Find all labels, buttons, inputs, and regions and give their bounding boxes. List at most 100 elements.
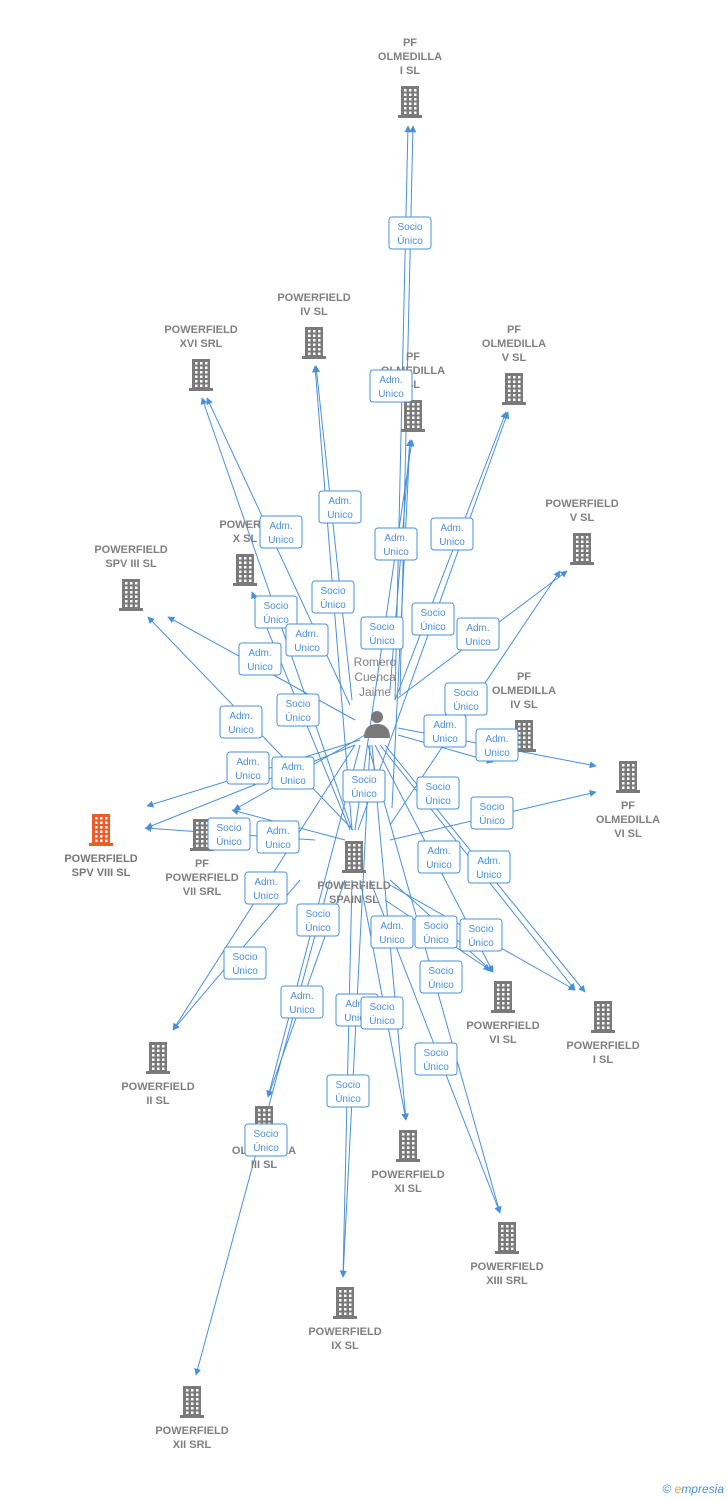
building-icon[interactable]: [495, 1222, 519, 1254]
edge-label-box[interactable]: Adm.Unico: [417, 840, 461, 874]
edge-label-box[interactable]: Adm.Unico: [271, 756, 315, 790]
edge-label-text: Socio: [425, 782, 450, 793]
building-icon[interactable]: [119, 579, 143, 611]
building-icon[interactable]: [591, 1001, 615, 1033]
building-icon[interactable]: [401, 400, 425, 432]
edge-label-text: Adm.: [380, 921, 403, 932]
building-icon[interactable]: [398, 86, 422, 118]
edge-label-text: Unico: [294, 643, 320, 654]
edge-label-box[interactable]: Adm.Unico: [256, 820, 300, 854]
edge-label-box[interactable]: Adm.Unico: [238, 642, 282, 676]
edge-label-box[interactable]: Adm. Unico: [370, 915, 414, 949]
building-icon[interactable]: [189, 359, 213, 391]
edge-label-box[interactable]: Adm.Unico: [285, 623, 329, 657]
edge-label-text: Adm.: [290, 991, 313, 1002]
building-icon[interactable]: [190, 819, 214, 851]
building-icon[interactable]: [180, 1386, 204, 1418]
edge-label-box[interactable]: Adm.Unico: [259, 515, 303, 549]
edge-label-box[interactable]: Adm.Unico: [456, 617, 500, 651]
edge-label-box[interactable]: Adm.Unico: [374, 527, 418, 561]
edge-label-text: Unico: [439, 537, 465, 548]
copyright-symbol: ©: [662, 1482, 672, 1496]
building-icon[interactable]: [616, 761, 640, 793]
edge-label-text: Socio: [263, 601, 288, 612]
building-icon[interactable]: [396, 1130, 420, 1162]
company-node-label: POWERFIELD: [308, 1326, 381, 1338]
edge-label-box[interactable]: Adm.Unico: [467, 850, 511, 884]
edge-label-box[interactable]: Adm.Unico: [280, 985, 324, 1019]
building-icon[interactable]: [146, 1042, 170, 1074]
footer-credit[interactable]: © empresia: [662, 1482, 724, 1496]
building-icon[interactable]: [512, 720, 536, 752]
edge-label-text: Adm.: [229, 711, 252, 722]
edge-label-box[interactable]: Adm.Unico: [423, 714, 467, 748]
company-node-label: PF: [406, 351, 420, 363]
building-icon[interactable]: [342, 841, 366, 873]
edge-label-text: Unico: [379, 935, 405, 946]
edge-label-box[interactable]: Adm. Unico: [430, 517, 474, 551]
edge-label-box[interactable]: Adm.Unico: [318, 490, 362, 524]
company-node-label: PF: [195, 858, 209, 870]
person-icon[interactable]: [364, 711, 390, 738]
edge-label-box[interactable]: Adm.Unico: [475, 728, 519, 762]
edge-label-box[interactable]: Adm.Unico: [226, 751, 270, 785]
building-icon[interactable]: [570, 533, 594, 565]
edge-label-box[interactable]: Adm.Unico: [244, 871, 288, 905]
edge-label-text: Adm.: [236, 757, 259, 768]
edge-label-text: Único: [423, 1060, 449, 1073]
edge-label-box[interactable]: Adm.Unico: [369, 369, 413, 403]
building-icon[interactable]: [89, 814, 113, 846]
brand-logo-text: mpresia: [681, 1482, 724, 1496]
edge-label-text: Adm.: [281, 762, 304, 773]
building-icon[interactable]: [491, 981, 515, 1013]
edge-label-text: Adm.: [440, 523, 463, 534]
building-icon[interactable]: [333, 1287, 357, 1319]
edge-label-text: Único: [420, 620, 446, 633]
company-node-label: XIII SRL: [486, 1275, 528, 1287]
building-icon[interactable]: [233, 554, 257, 586]
building-icon[interactable]: [502, 373, 526, 405]
building-icon[interactable]: [302, 327, 326, 359]
edge-label-box[interactable]: Adm.Unico: [219, 705, 263, 739]
